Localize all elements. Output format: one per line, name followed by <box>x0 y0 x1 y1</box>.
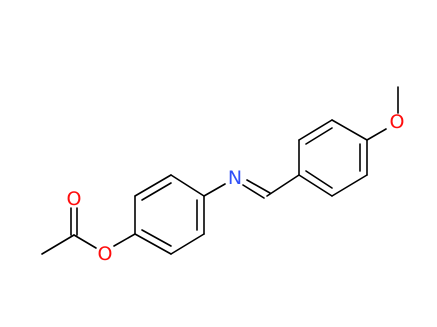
ring1-bond-5 <box>170 233 205 255</box>
ring2-inner-bond-3 <box>305 170 333 189</box>
ring2-oxygen-bond <box>366 128 387 141</box>
phenyl-ring-2 <box>298 119 368 197</box>
ring1-bond-6 <box>134 233 172 255</box>
ring1-bond-3 <box>170 174 205 197</box>
methoxy-oxygen-label: O <box>390 111 405 133</box>
imine-nitrogen-label: N <box>228 167 242 189</box>
phenyl-ring-1 <box>134 174 205 255</box>
ring1-inner-bond-3 <box>141 229 172 247</box>
ring2-bond-6 <box>298 174 333 197</box>
imine-double-bond-a <box>242 184 265 199</box>
ester-oxygen-ring-bond <box>113 233 136 247</box>
ring1-bond-2 <box>134 174 172 197</box>
imine-linker <box>203 174 300 199</box>
ester-oxygen-label: O <box>98 243 113 265</box>
ester-carbon-oxygen-bond <box>73 234 97 249</box>
ring2-bond-2 <box>298 119 333 141</box>
ring1-inner-bond-1 <box>141 182 172 201</box>
ring2-bond-3 <box>331 119 368 141</box>
ring2-inner-bond-1 <box>305 127 333 145</box>
ring2-bond-5 <box>331 174 368 197</box>
ring1-nitrogen-bond <box>203 183 226 197</box>
methyl-carbon-bond <box>41 234 75 255</box>
acetyl-group <box>41 207 136 255</box>
carbonyl-oxygen-label: O <box>67 188 82 210</box>
imine-carbon-ring2-bond <box>266 174 300 197</box>
imine-double-bond-b <box>246 179 271 194</box>
methoxy-group <box>366 86 399 141</box>
